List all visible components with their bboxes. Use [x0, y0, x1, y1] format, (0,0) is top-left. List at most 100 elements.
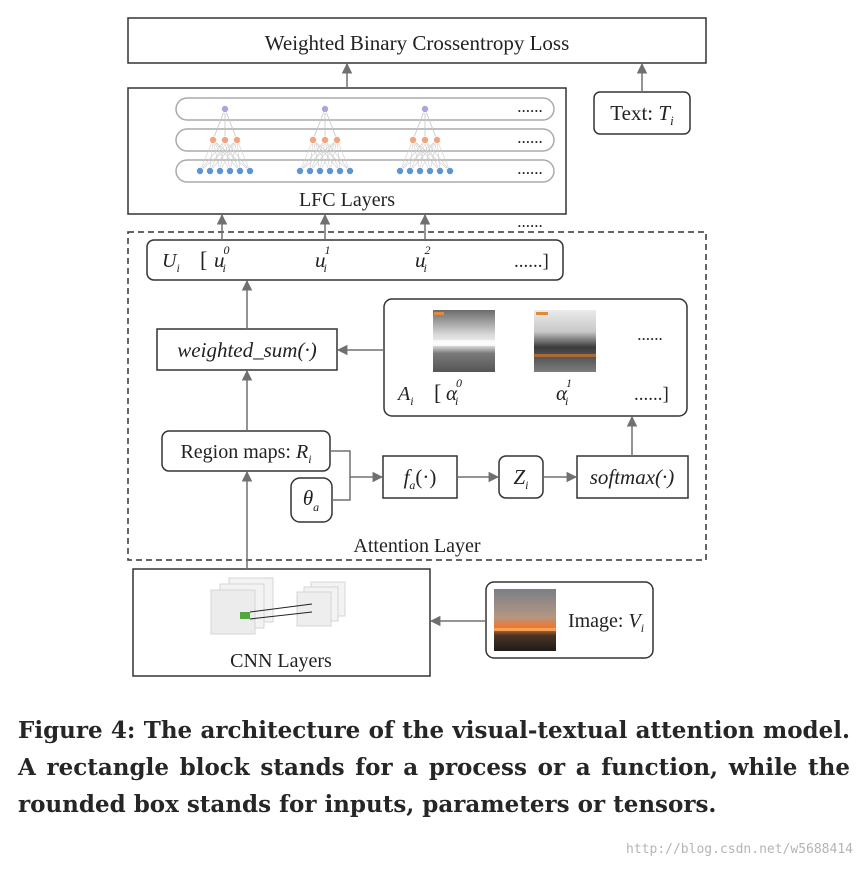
lfc-node-input [235, 166, 244, 175]
lfc-connection [412, 139, 441, 172]
lfc-node-input [245, 166, 254, 175]
lfc-node-input [305, 166, 314, 175]
lfc-connection [409, 139, 414, 172]
loss-label: Weighted Binary Crossentropy Loss [265, 31, 570, 55]
lfc-connection [319, 139, 338, 172]
lfc-connection [212, 139, 251, 172]
loss-box [127, 17, 707, 64]
weighted-sum-label: weighted_sum(·) [177, 338, 316, 362]
lfc-connection [324, 108, 338, 141]
lfc-row-middle-ellipsis: ...... [517, 128, 543, 147]
lfc-node-hidden [420, 135, 429, 144]
u-vector-name: Ui [162, 250, 180, 275]
lfc-node-input [195, 166, 204, 175]
region-maps-label: Region maps: Ri [180, 441, 311, 466]
lfc-connection [299, 139, 314, 172]
architecture-diagram: Weighted Binary Crossentropy Loss ......… [127, 17, 707, 677]
lfc-connection [312, 139, 331, 172]
lfc-connection [399, 139, 426, 172]
lfc-connection [219, 139, 226, 172]
lfc-connection [236, 139, 251, 172]
lfc-connection [219, 139, 238, 172]
lfc-connection [212, 139, 231, 172]
lfc-node-input [445, 166, 454, 175]
lfc-connection [329, 139, 338, 172]
lfc-node-hidden [432, 135, 441, 144]
lfc-below-ellipsis: ...... [517, 212, 543, 231]
lfc-row-bottom [175, 159, 555, 183]
lfc-connection [324, 139, 331, 172]
lfc-label: LFC Layers [299, 189, 395, 211]
figure-caption: Figure 4: The architecture of the visual… [18, 717, 850, 818]
lfc-row-middle [175, 128, 555, 152]
fa-box [382, 455, 458, 499]
lfc-node-output [220, 105, 229, 114]
lfc-connection [309, 139, 314, 172]
lfc-node-hidden [408, 135, 417, 144]
lfc-node-input [415, 166, 424, 175]
lfc-connection [324, 139, 341, 172]
lfc-connection [224, 139, 231, 172]
lfc-connection [336, 139, 351, 172]
watermark: http://blog.csdn.net/w5688414 [626, 842, 853, 857]
lfc-connection [412, 139, 451, 172]
cnn-box [132, 568, 431, 677]
attention-map-thumbnail-0 [433, 310, 495, 372]
attention-maps-open-bracket: [ [434, 380, 441, 405]
lfc-connection [212, 108, 226, 141]
lfc-node-hidden [332, 135, 341, 144]
cnn-feature-maps-icon [210, 577, 346, 635]
lfc-connection [412, 108, 426, 141]
attention-maps-tail: ......] [634, 384, 669, 405]
u-vector-tail: ......] [514, 251, 549, 272]
u-vector-box [146, 239, 564, 281]
lfc-connection [409, 139, 438, 172]
connector-theta-to-fa [332, 477, 351, 501]
lfc-connection [336, 139, 341, 172]
lfc-row-top [175, 97, 555, 121]
lfc-connection [319, 139, 326, 172]
lfc-node-hidden [220, 135, 229, 144]
lfc-node-input [335, 166, 344, 175]
connectors [216, 62, 648, 627]
lfc-node-output [420, 105, 429, 114]
image-thumbnail [494, 589, 556, 651]
lfc-connection [399, 139, 414, 172]
lfc-node-output [320, 105, 329, 114]
theta-label: θa [303, 486, 319, 514]
attention-map-thumbnail-1 [534, 310, 596, 372]
attention-layer-container [127, 231, 707, 561]
lfc-node-input [425, 166, 434, 175]
fa-label: fa(·) [404, 465, 437, 492]
softmax-label: softmax(·) [590, 465, 675, 489]
lfc-connection [224, 139, 251, 172]
lfc-node-input [325, 166, 334, 175]
lfc-connection [312, 139, 321, 172]
attention-maps-name: Ai [396, 383, 414, 408]
lfc-connection [224, 139, 241, 172]
lfc-connection [429, 139, 438, 172]
lfc-connection [412, 139, 421, 172]
lfc-node-input [345, 166, 354, 175]
cnn-label: CNN Layers [230, 650, 332, 672]
attention-layer-label: Attention Layer [353, 535, 481, 557]
text-input-label: Text: Ti [610, 101, 674, 128]
lfc-node-hidden [232, 135, 241, 144]
lfc-row-bottom-ellipsis: ...... [517, 159, 543, 178]
lfc-node-input [205, 166, 214, 175]
lfc-neural-network-icon [195, 105, 454, 175]
lfc-node-input [405, 166, 414, 175]
lfc-connection [209, 139, 214, 172]
attention-maps-ellipsis: ...... [637, 325, 663, 344]
lfc-connection [236, 139, 241, 172]
lfc-node-input [315, 166, 324, 175]
lfc-rows [175, 97, 555, 183]
lfc-connection [424, 108, 438, 141]
lfc-connection [299, 139, 338, 172]
lfc-connection [212, 139, 241, 172]
lfc-connection [209, 139, 226, 172]
